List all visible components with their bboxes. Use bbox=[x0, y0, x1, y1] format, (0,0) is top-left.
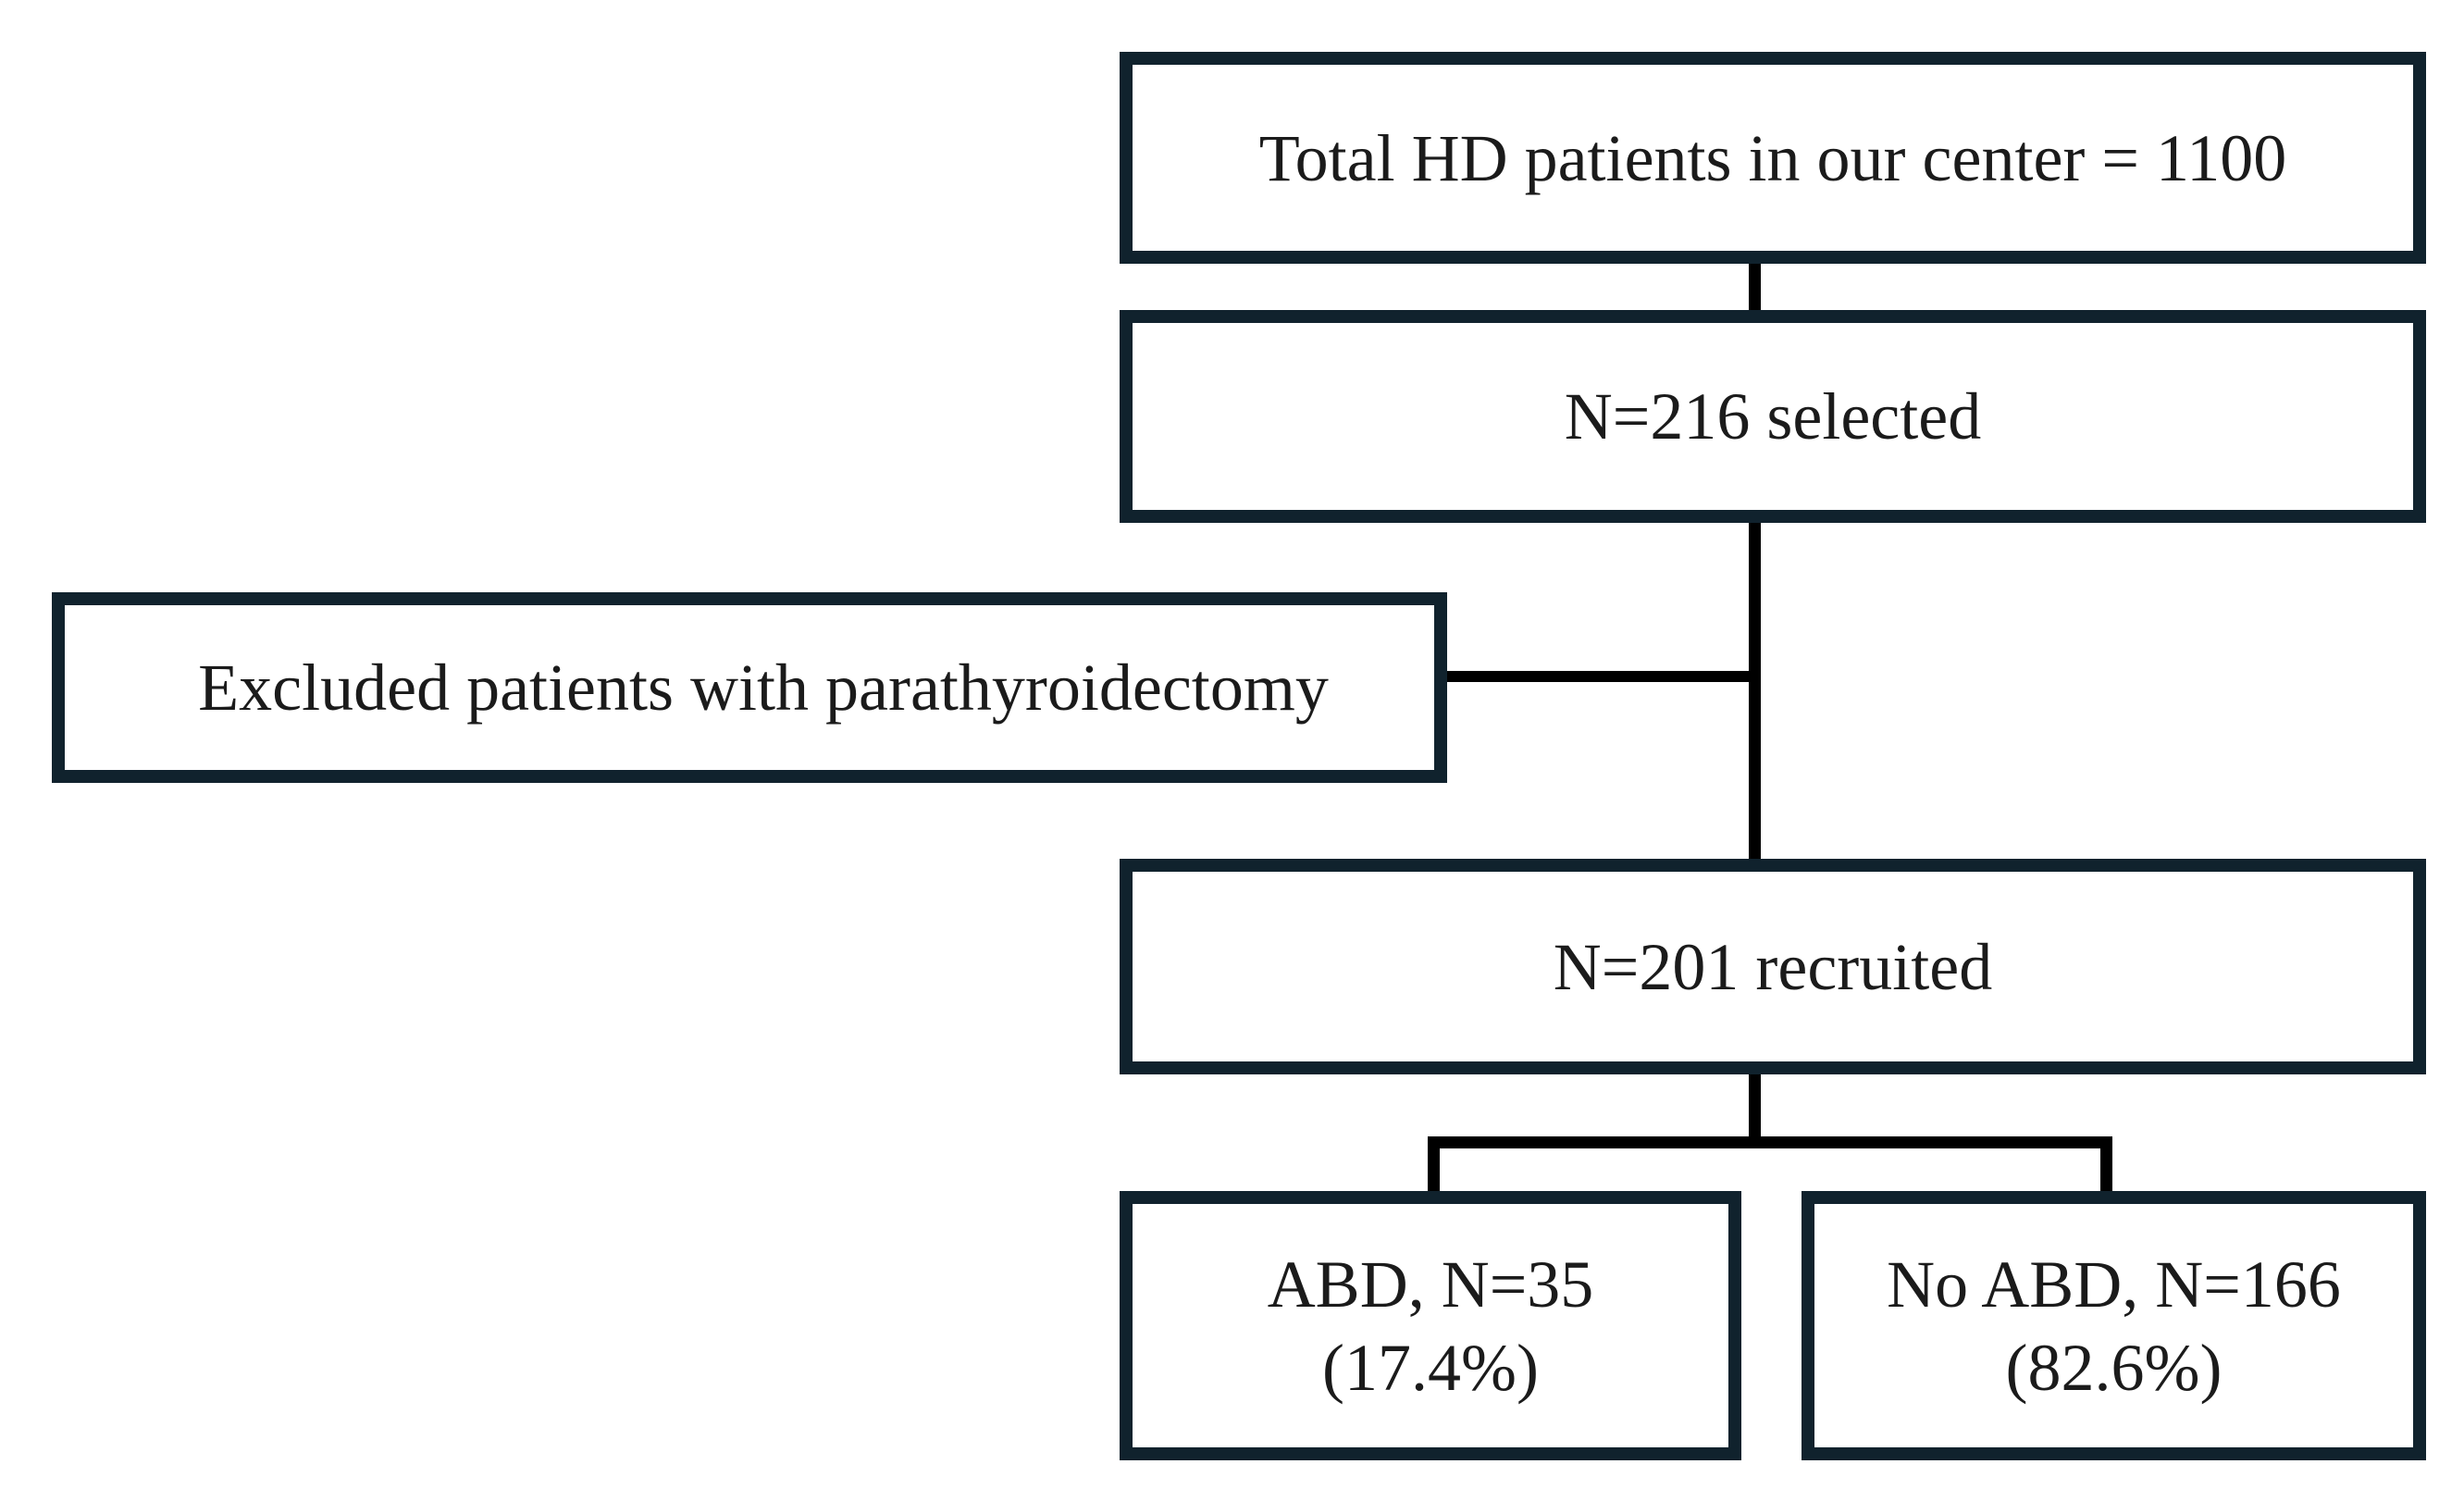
connector-to-abd bbox=[1428, 1136, 1440, 1191]
connector-split-horizontal bbox=[1428, 1136, 2112, 1148]
total-patients-box: Total HD patients in our center = 1100 bbox=[1120, 52, 2426, 264]
no-abd-percent-label: (82.6%) bbox=[2005, 1330, 2223, 1405]
no-abd-box: No ABD, N=166 (82.6%) bbox=[1802, 1191, 2426, 1460]
selected-label: N=216 selected bbox=[1564, 379, 1982, 453]
connector-branch-to-excluded bbox=[1447, 671, 1761, 682]
abd-count-label: ABD, N=35 bbox=[1267, 1247, 1594, 1321]
recruited-label: N=201 recruited bbox=[1553, 929, 1993, 1004]
abd-percent-label: (17.4%) bbox=[1322, 1330, 1539, 1405]
recruited-box: N=201 recruited bbox=[1120, 859, 2426, 1074]
connector-total-to-selected bbox=[1749, 264, 1761, 310]
connector-to-no-abd bbox=[2100, 1136, 2112, 1191]
selected-box: N=216 selected bbox=[1120, 310, 2426, 523]
total-patients-label: Total HD patients in our center = 1100 bbox=[1258, 120, 2287, 195]
no-abd-count-label: No ABD, N=166 bbox=[1887, 1247, 2341, 1321]
connector-selected-to-recruited bbox=[1749, 523, 1761, 859]
connector-recruited-down bbox=[1749, 1074, 1761, 1136]
excluded-label: Excluded patients with parathyroidectomy bbox=[198, 651, 1329, 725]
abd-box: ABD, N=35 (17.4%) bbox=[1120, 1191, 1741, 1460]
excluded-box: Excluded patients with parathyroidectomy bbox=[52, 592, 1447, 783]
